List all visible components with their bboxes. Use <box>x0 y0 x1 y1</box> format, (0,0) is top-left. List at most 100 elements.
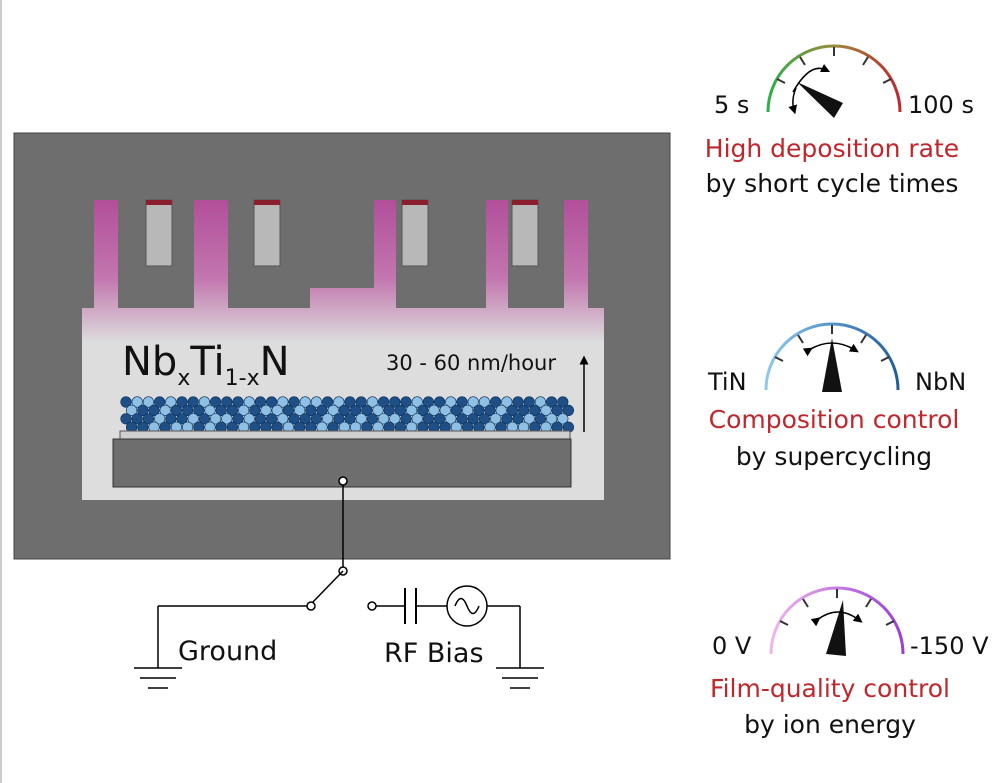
film-atom <box>456 413 468 425</box>
film-atom <box>333 413 345 425</box>
film-atom <box>154 413 166 425</box>
film-atom <box>126 404 138 417</box>
film-atom <box>266 396 278 408</box>
film-atom <box>310 396 323 408</box>
gauge-needle <box>826 600 846 656</box>
stage-terminal <box>338 476 348 486</box>
film-atom <box>215 404 227 417</box>
film-atom <box>288 413 300 425</box>
film-atom <box>187 396 199 408</box>
film-atom <box>254 413 266 425</box>
film-atom <box>305 404 317 417</box>
film-atom <box>131 413 143 425</box>
film-atom <box>534 396 547 408</box>
switch-blade[interactable] <box>310 570 344 605</box>
electrode-inserts <box>145 199 539 267</box>
film-atom <box>120 396 132 408</box>
film-atom <box>512 396 524 408</box>
film-atom <box>394 404 407 417</box>
gauge-needle <box>797 82 843 118</box>
gauge-title: Composition control <box>709 405 960 434</box>
film-atom <box>165 413 177 425</box>
film-atom <box>266 413 278 425</box>
film-atom <box>271 404 283 417</box>
film-atom <box>322 396 334 408</box>
film-atom <box>238 404 250 417</box>
film-atom <box>562 404 575 417</box>
film-atom <box>557 396 569 408</box>
reactor-chamber: NbxTi1-xN 30 - 60 nm/hour <box>13 132 671 560</box>
film-atom <box>478 396 491 408</box>
film-atom <box>277 396 289 408</box>
film-atom <box>434 413 446 425</box>
film-atom <box>344 396 356 408</box>
growth-rate-label: 30 - 60 nm/hour <box>386 351 556 375</box>
ground-label: Ground <box>178 636 277 667</box>
film-atom <box>316 404 328 417</box>
film-atom <box>400 413 412 425</box>
film-atom <box>282 404 295 417</box>
film-atom <box>277 413 289 425</box>
film-atom <box>473 404 485 417</box>
film-atom <box>422 413 435 425</box>
gauge-title: Film-quality control <box>710 674 950 703</box>
film-atom <box>400 396 412 408</box>
film-atom <box>506 404 519 417</box>
film-atom <box>361 404 373 417</box>
film-atom <box>501 396 513 408</box>
film-atom <box>355 413 367 425</box>
film-atom <box>142 396 154 408</box>
film-atom <box>232 396 244 408</box>
gauge-subtitle: by ion energy <box>744 710 916 739</box>
film-atom <box>198 413 210 425</box>
film-atom <box>534 413 547 425</box>
gauge-max-label: NbN <box>915 368 966 396</box>
film-atom <box>445 396 457 408</box>
gauge-arc <box>769 586 905 655</box>
film-atom <box>478 413 491 425</box>
gauge-ion-energy: 0 V -150 V Film-quality control by ion e… <box>710 586 989 739</box>
film-atom <box>221 413 233 425</box>
film-atom <box>187 413 199 425</box>
film-atom <box>529 404 541 417</box>
film-atom <box>333 396 345 408</box>
film-atom <box>159 404 171 417</box>
film-atom <box>355 396 367 408</box>
film-atom <box>501 413 513 425</box>
film-atom <box>148 404 160 417</box>
film-atom <box>445 413 457 425</box>
film-atom <box>210 396 222 408</box>
film-atom <box>249 404 261 417</box>
film-atom <box>467 396 479 408</box>
film-atom <box>344 413 356 425</box>
sine-symbol <box>454 597 480 615</box>
film-atom <box>490 396 502 408</box>
film-atom <box>523 396 535 408</box>
gauge-composition: TiN NbN Composition control by supercycl… <box>707 322 966 471</box>
film-atom <box>165 396 177 408</box>
film-atom <box>439 404 451 417</box>
film-atom <box>310 413 323 425</box>
film-atom <box>378 396 390 408</box>
film-atom <box>299 413 311 425</box>
film-atom <box>176 413 188 425</box>
film-atom <box>495 404 507 417</box>
film-atom <box>417 404 429 417</box>
film-atom <box>545 413 558 425</box>
film-atom <box>254 396 266 408</box>
gauge-arc <box>764 322 900 391</box>
film-atom <box>383 404 395 417</box>
film-atom <box>462 404 474 417</box>
film-atom <box>434 396 446 408</box>
gauge-arc <box>766 44 902 113</box>
gauge-subtitle: by short cycle times <box>706 169 959 198</box>
film-atom <box>260 404 272 417</box>
film-atom <box>232 413 244 425</box>
gauge-deposition-rate: 5 s 100 s High deposition rate by short … <box>705 44 974 198</box>
film-atom <box>406 404 418 417</box>
film-atom <box>204 404 216 417</box>
film-atom <box>170 404 182 417</box>
film-atom <box>517 404 530 417</box>
switch-rf-contact <box>367 601 377 611</box>
film-atom <box>243 413 255 425</box>
